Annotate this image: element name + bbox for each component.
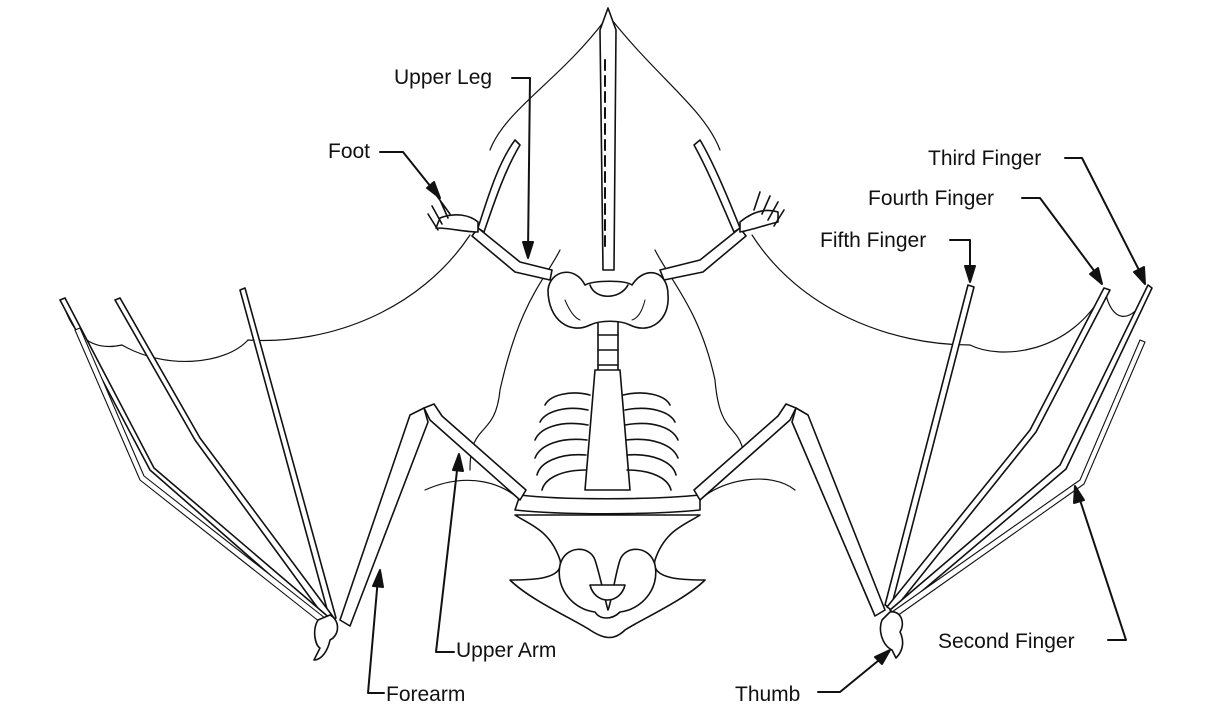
left-leg bbox=[427, 139, 553, 281]
skull bbox=[509, 514, 706, 639]
pelvis bbox=[547, 271, 669, 329]
left-wing-bones bbox=[59, 287, 527, 661]
label-thumb: Thumb bbox=[735, 683, 801, 706]
leader-lines bbox=[367, 77, 1146, 694]
ribcage bbox=[514, 369, 701, 515]
label-upper-arm: Upper Arm bbox=[456, 639, 557, 662]
right-leg bbox=[659, 139, 785, 281]
label-upper-leg: Upper Leg bbox=[394, 66, 493, 89]
label-fifth-finger: Fifth Finger bbox=[820, 229, 927, 252]
label-third-finger: Third Finger bbox=[928, 147, 1042, 170]
right-wing-bones bbox=[693, 284, 1153, 659]
label-forearm: Forearm bbox=[386, 683, 466, 706]
label-fourth-finger: Fourth Finger bbox=[868, 187, 995, 210]
label-foot: Foot bbox=[328, 140, 371, 163]
label-second-finger: Second Finger bbox=[938, 630, 1075, 653]
